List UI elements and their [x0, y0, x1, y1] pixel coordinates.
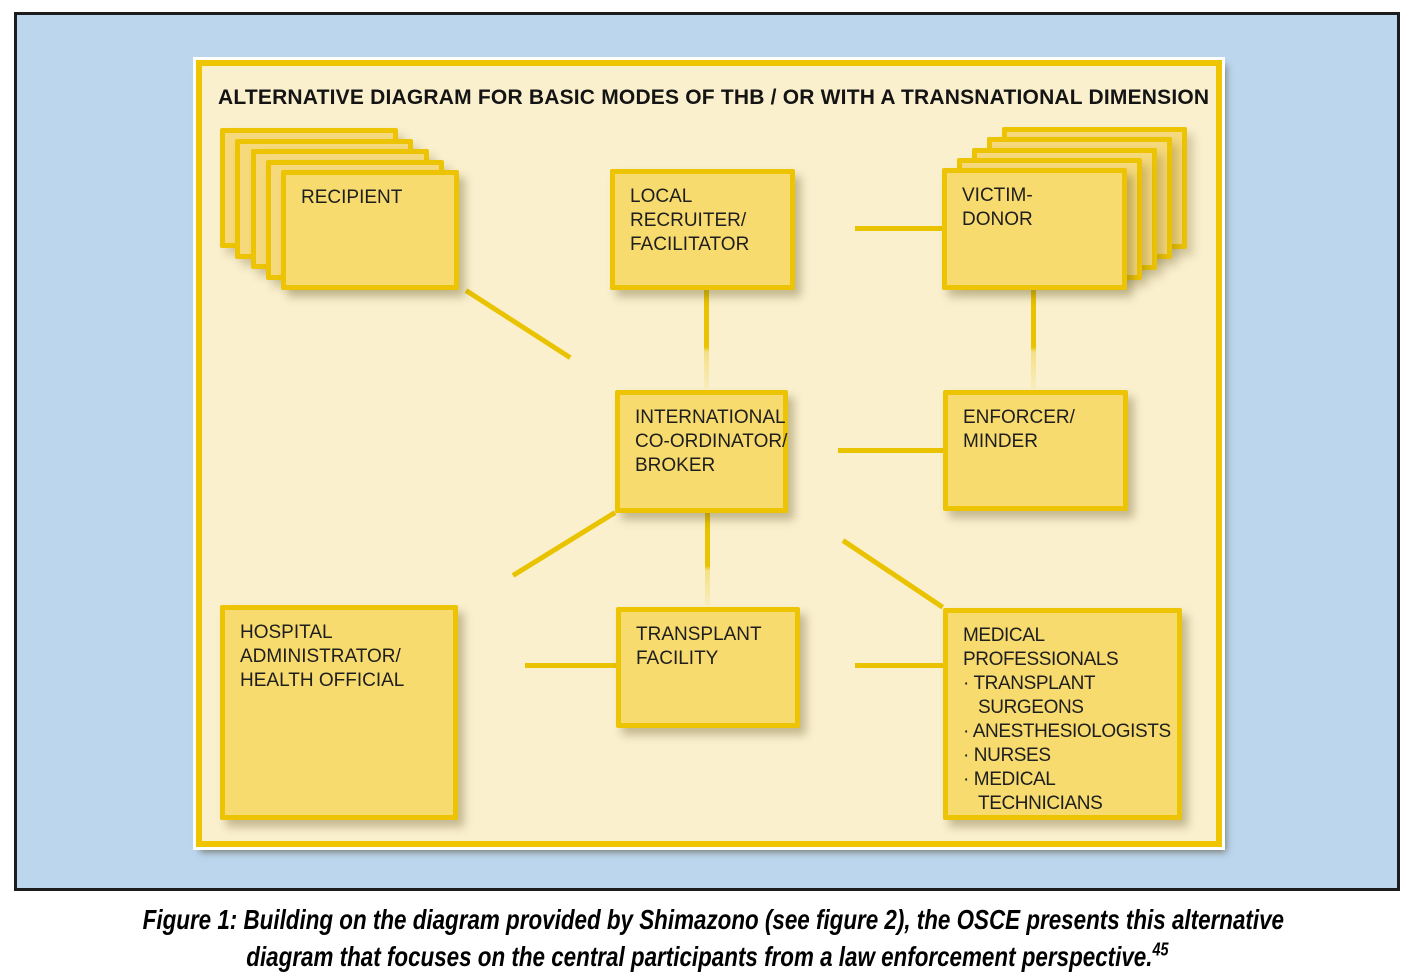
- connector-localrecruiter-international: [704, 289, 709, 389]
- box-medical-professionals-label: PROFESSIONALS: [963, 649, 1119, 670]
- diagram-title: ALTERNATIVE DIAGRAM FOR BASIC MODES OF T…: [218, 86, 1210, 109]
- box-transplant-facility: TRANSPLANT FACILITY: [616, 607, 800, 728]
- figure-caption-text: Figure 1: Building on the diagram provid…: [142, 904, 1285, 935]
- figure-caption: Figure 1: Building on the diagram provid…: [0, 901, 1414, 975]
- box-medical-professionals-item: SURGEONS: [978, 697, 1084, 718]
- figure-caption-text: diagram that focuses on the central part…: [246, 938, 1168, 975]
- box-medical-professionals-item: · MEDICAL: [963, 769, 1056, 790]
- box-medical-professionals-item: · NURSES: [963, 745, 1051, 766]
- box-enforcer-minder: ENFORCER/ MINDER: [943, 390, 1128, 511]
- box-medical-professionals-item: · TRANSPLANT: [963, 673, 1096, 694]
- connector-localrecruiter-victimdonor: [855, 226, 943, 231]
- connector-transplant-medical: [855, 663, 944, 668]
- box-international-coordinator: INTERNATIONAL CO-ORDINATOR/ BROKER: [615, 390, 788, 513]
- box-transplant-facility-label: TRANSPLANT: [636, 624, 762, 645]
- box-medical-professionals-label: MEDICAL: [963, 625, 1045, 646]
- connector-international-enforcer: [838, 448, 944, 453]
- connector-victimdonor-enforcer: [1031, 289, 1036, 389]
- box-medical-professionals-item: TECHNICIANS: [978, 793, 1103, 814]
- box-transplant-facility-label: FACILITY: [636, 648, 719, 669]
- box-medical-professionals: MEDICAL PROFESSIONALS · TRANSPLANT SURGE…: [943, 608, 1182, 820]
- box-enforcer-minder-label: MINDER: [963, 431, 1038, 452]
- figure-caption-text2: diagram that focuses on the central part…: [245, 941, 1153, 972]
- box-recipient-label: RECIPIENT: [301, 187, 403, 208]
- box-recipient: RECIPIENT: [281, 170, 459, 290]
- box-local-recruiter-label: LOCAL: [630, 186, 693, 207]
- box-international-coordinator-label: BROKER: [635, 455, 716, 476]
- footnote-reference: 45: [1152, 939, 1169, 960]
- box-victim-donor: VICTIM- DONOR: [942, 168, 1127, 290]
- box-enforcer-minder-label: ENFORCER/: [963, 407, 1075, 428]
- box-victim-donor-label: DONOR: [962, 209, 1033, 230]
- connector-hospital-transplant: [525, 663, 616, 668]
- box-medical-professionals-item: · ANESTHESIOLOGISTS: [963, 721, 1171, 742]
- figure-caption-line: diagram that focuses on the central part…: [0, 938, 1414, 975]
- box-victim-donor-label: VICTIM-: [962, 185, 1033, 206]
- box-hospital-admin: HOSPITAL ADMINISTRATOR/ HEALTH OFFICIAL: [220, 605, 458, 820]
- box-local-recruiter-label: RECRUITER/: [630, 210, 747, 231]
- box-international-coordinator-label: INTERNATIONAL: [635, 407, 786, 428]
- box-hospital-admin-label: HEALTH OFFICIAL: [240, 670, 405, 691]
- box-hospital-admin-label: ADMINISTRATOR/: [240, 646, 401, 667]
- connector-international-transplant: [705, 512, 710, 605]
- figure-caption-line: Figure 1: Building on the diagram provid…: [0, 901, 1414, 938]
- box-local-recruiter: LOCAL RECRUITER/ FACILITATOR: [610, 169, 795, 290]
- box-local-recruiter-label: FACILITATOR: [630, 234, 750, 255]
- box-hospital-admin-label: HOSPITAL: [240, 622, 333, 643]
- box-international-coordinator-label: CO-ORDINATOR/: [635, 431, 788, 452]
